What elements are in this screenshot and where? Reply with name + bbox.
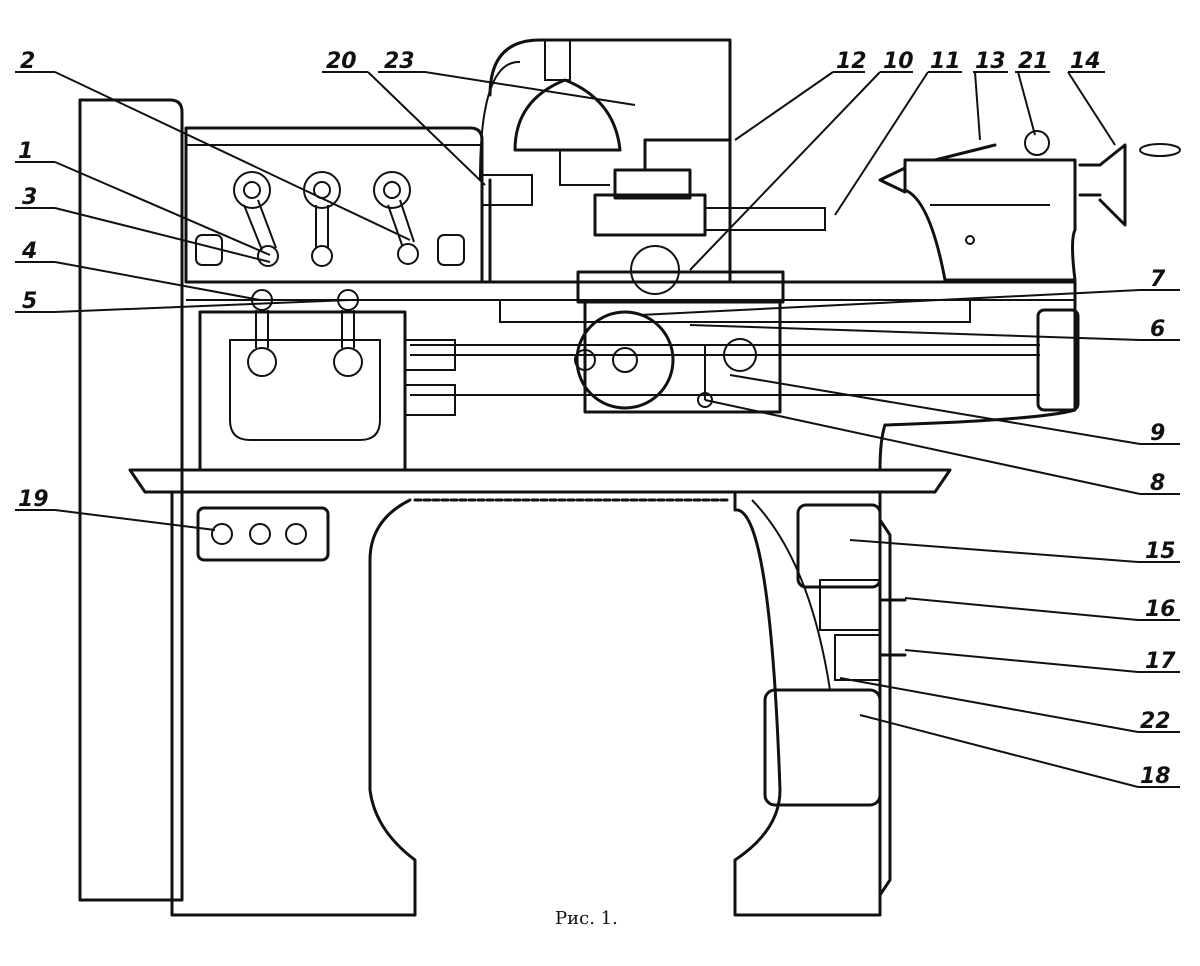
callout-9: 9 [729, 374, 1180, 446]
callout-leader-line [974, 71, 981, 141]
callout-14: 14 [1067, 49, 1116, 146]
callout-leader-line [639, 289, 1141, 316]
callout-12: 12 [734, 49, 867, 141]
callout-23: 23 [378, 49, 636, 106]
callout-21: 21 [1015, 49, 1050, 136]
carriage [574, 138, 826, 414]
callout-number: 20 [326, 49, 357, 74]
callout-number: 14 [1070, 49, 1101, 74]
callout-leader-line [367, 71, 486, 186]
callout-13: 13 [973, 49, 1008, 141]
callout-6: 6 [689, 317, 1180, 342]
lathe-drawing [78, 38, 1181, 917]
left-pedestal [78, 98, 184, 902]
headstock-levers [195, 171, 533, 267]
callout-number: 23 [384, 49, 415, 74]
callout-22: 22 [839, 677, 1180, 734]
callout-leader-line [54, 207, 271, 263]
chip-tray [128, 468, 952, 494]
callout-8: 8 [704, 399, 1180, 496]
callout-number: 8 [1150, 471, 1165, 496]
callout-1: 1 [15, 139, 271, 256]
callout-number: 4 [21, 239, 37, 264]
callout-number: 2 [20, 49, 35, 74]
callout-3: 3 [15, 185, 271, 263]
callout-20: 20 [322, 49, 486, 186]
feed-gearbox [198, 289, 456, 472]
callout-leader-line [849, 539, 1139, 563]
callout-number: 13 [975, 49, 1006, 74]
figure-caption: Рис. 1. [555, 908, 618, 929]
callout-5: 5 [15, 289, 351, 314]
callout-number: 6 [1150, 317, 1165, 342]
callout-leader-line [54, 509, 216, 531]
callout-leader-line [54, 71, 411, 241]
callout-number: 12 [836, 49, 867, 74]
callout-number: 15 [1145, 539, 1176, 564]
callout-leader-line [859, 714, 1139, 788]
callout-number: 11 [930, 49, 961, 74]
callout-leader-line [1017, 71, 1036, 136]
callout-leader-line [704, 399, 1141, 495]
callout-2: 2 [15, 49, 411, 241]
callout-number: 3 [22, 185, 37, 210]
headstock [184, 126, 484, 284]
callout-number: 19 [18, 487, 49, 512]
callout-7: 7 [639, 267, 1180, 316]
callout-leader-line [54, 161, 271, 256]
callout-leader-line [54, 261, 261, 301]
callout-leader-line [54, 299, 351, 313]
callout-leader-line [689, 324, 1141, 341]
callout-leader-line [834, 71, 929, 216]
lamp [479, 39, 622, 186]
callout-number: 9 [1150, 421, 1165, 446]
callout-number: 22 [1140, 709, 1171, 734]
callout-15: 15 [849, 539, 1180, 564]
callout-leader-line [839, 677, 1139, 733]
right-leg [733, 490, 882, 917]
callout-number: 18 [1140, 764, 1171, 789]
callout-18: 18 [859, 714, 1180, 789]
callout-number: 21 [1018, 49, 1049, 74]
callout-number: 10 [883, 49, 914, 74]
callout-leader-line [904, 649, 1139, 673]
bed [184, 280, 1077, 472]
callout-number: 17 [1145, 649, 1176, 674]
callout-leader-line [734, 71, 834, 141]
callout-number: 1 [18, 139, 33, 164]
control-panel [196, 506, 330, 562]
rear-guard [488, 38, 732, 282]
callout-10: 10 [689, 49, 914, 271]
callout-number: 16 [1145, 597, 1176, 622]
left-leg [170, 490, 417, 917]
callout-leader-line [729, 374, 1141, 445]
callout-leader-line [689, 71, 881, 271]
callout-4: 4 [15, 239, 261, 301]
callout-16: 16 [904, 597, 1180, 622]
callout-number: 5 [22, 289, 37, 314]
callout-leader-line [424, 71, 636, 106]
tailstock [878, 130, 1181, 282]
callout-17: 17 [904, 649, 1180, 674]
callout-number: 7 [1150, 267, 1166, 292]
callout-19: 19 [15, 487, 216, 531]
callout-leader-line [1067, 71, 1116, 146]
callout-11: 11 [834, 49, 962, 216]
callout-leader-line [904, 597, 1139, 621]
